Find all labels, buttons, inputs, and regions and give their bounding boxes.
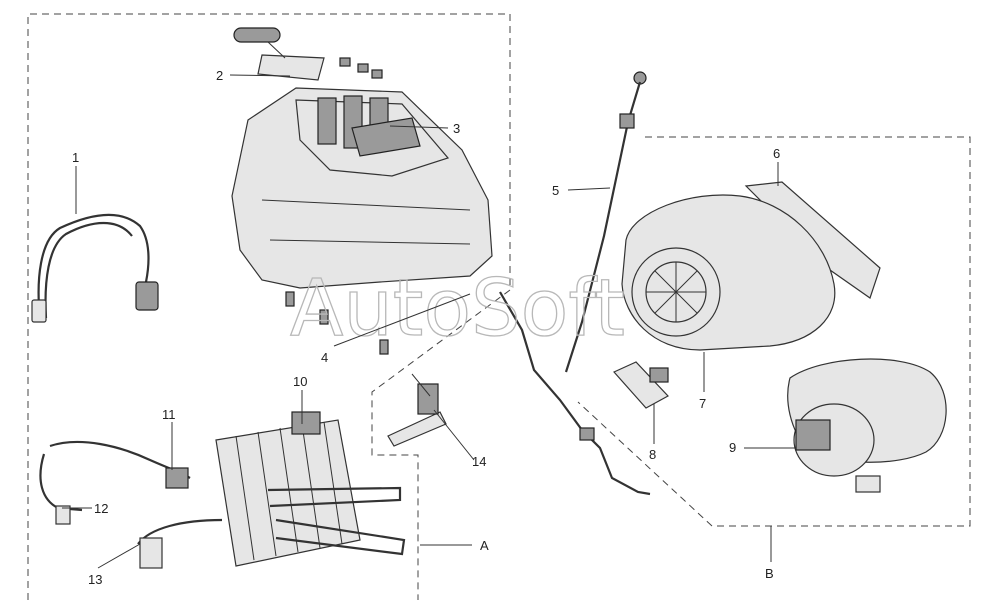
label-6: 6 <box>773 146 780 161</box>
group-b-dashed-outline <box>577 136 971 527</box>
part-4-mounting-screws <box>285 291 389 355</box>
part-8-blower-resistor <box>613 361 669 409</box>
part-1-wire-harness <box>31 213 159 323</box>
label-1: 1 <box>72 150 79 165</box>
label-10: 10 <box>293 374 307 389</box>
label-a: A <box>480 538 489 553</box>
watermark: AutoSoft <box>290 264 625 354</box>
leader-lines <box>62 74 796 569</box>
label-8: 8 <box>649 447 656 462</box>
label-13: 13 <box>88 572 102 587</box>
part-12-clip <box>39 453 83 525</box>
label-11: 11 <box>162 407 176 422</box>
part-number-labels: 1 2 3 4 5 6 7 8 9 10 11 12 13 14 A B <box>72 68 780 587</box>
label-2: 2 <box>216 68 223 83</box>
part-3-hvac-housing <box>231 57 493 289</box>
label-b: B <box>765 566 774 581</box>
label-3: 3 <box>453 121 460 136</box>
part-13-connector-wire <box>137 518 223 569</box>
label-5: 5 <box>552 183 559 198</box>
part-5-control-cable <box>499 71 651 496</box>
part-9-blower-motor <box>787 358 947 493</box>
part-14-drain-pipe <box>387 373 447 447</box>
label-14: 14 <box>472 454 486 469</box>
group-a-dashed-outline <box>27 13 511 600</box>
label-12: 12 <box>94 501 108 516</box>
label-7: 7 <box>699 396 706 411</box>
part-11-sensor-wire <box>49 440 191 489</box>
label-4: 4 <box>321 350 328 365</box>
label-9: 9 <box>729 440 736 455</box>
part-10-heater-core <box>215 411 406 567</box>
part-7-blower-housing <box>621 194 836 351</box>
part-2-cover-clip <box>233 27 325 81</box>
